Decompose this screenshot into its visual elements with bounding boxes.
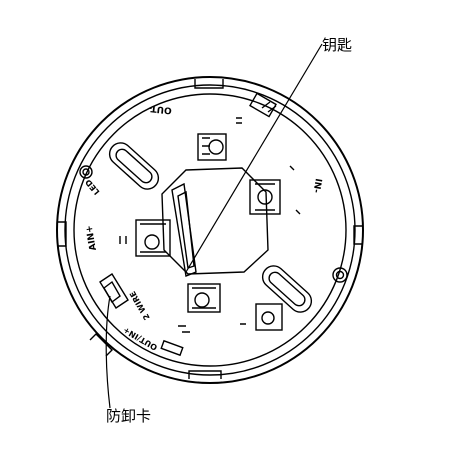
mount-hole-left-inner [82,168,90,176]
label-led: LED [83,177,101,196]
callout-tamper-clip: 防卸卡 [106,407,152,425]
base-plate-edge [73,93,347,367]
rim-tab-bottom-left [89,333,113,357]
slot-lower-right [261,265,313,313]
terminal-left [135,219,171,257]
callout-key: 钥匙 [322,36,353,54]
terminal-bottom [187,283,221,313]
outer-ring [56,76,364,384]
connector-bottom [160,339,184,357]
outer-ring-inner [64,84,356,376]
terminal-top [197,133,227,161]
label-ain-plus: AIN+ [85,224,99,251]
rim-tab-right [353,225,362,245]
key-leader-line [185,43,323,273]
contact-pads [119,101,301,333]
key-slot-inner [177,190,195,269]
label-2-wire: 2 WIRE [128,289,152,321]
mount-hole-left [79,165,93,179]
key-slot [171,182,197,277]
slot-lower-right-inner [268,271,306,307]
center-opening [161,167,269,275]
rim-tab-top [194,79,224,89]
mount-hole-right-inner [335,270,345,280]
mount-hole-right [332,267,348,283]
slot-upper-left-inner [115,148,153,184]
tamper-leader-line [105,295,111,409]
terminal-right [249,179,281,215]
slot-upper-left [108,142,160,190]
tamper-clip [99,273,129,309]
label-out-top: OUT- [148,103,173,115]
rim-tab-left [58,221,67,247]
rim-tab-bottom [188,370,222,379]
connector-top-right [249,92,277,118]
terminal-lower-right [255,303,283,331]
label-in-minus: IN- [310,177,322,193]
